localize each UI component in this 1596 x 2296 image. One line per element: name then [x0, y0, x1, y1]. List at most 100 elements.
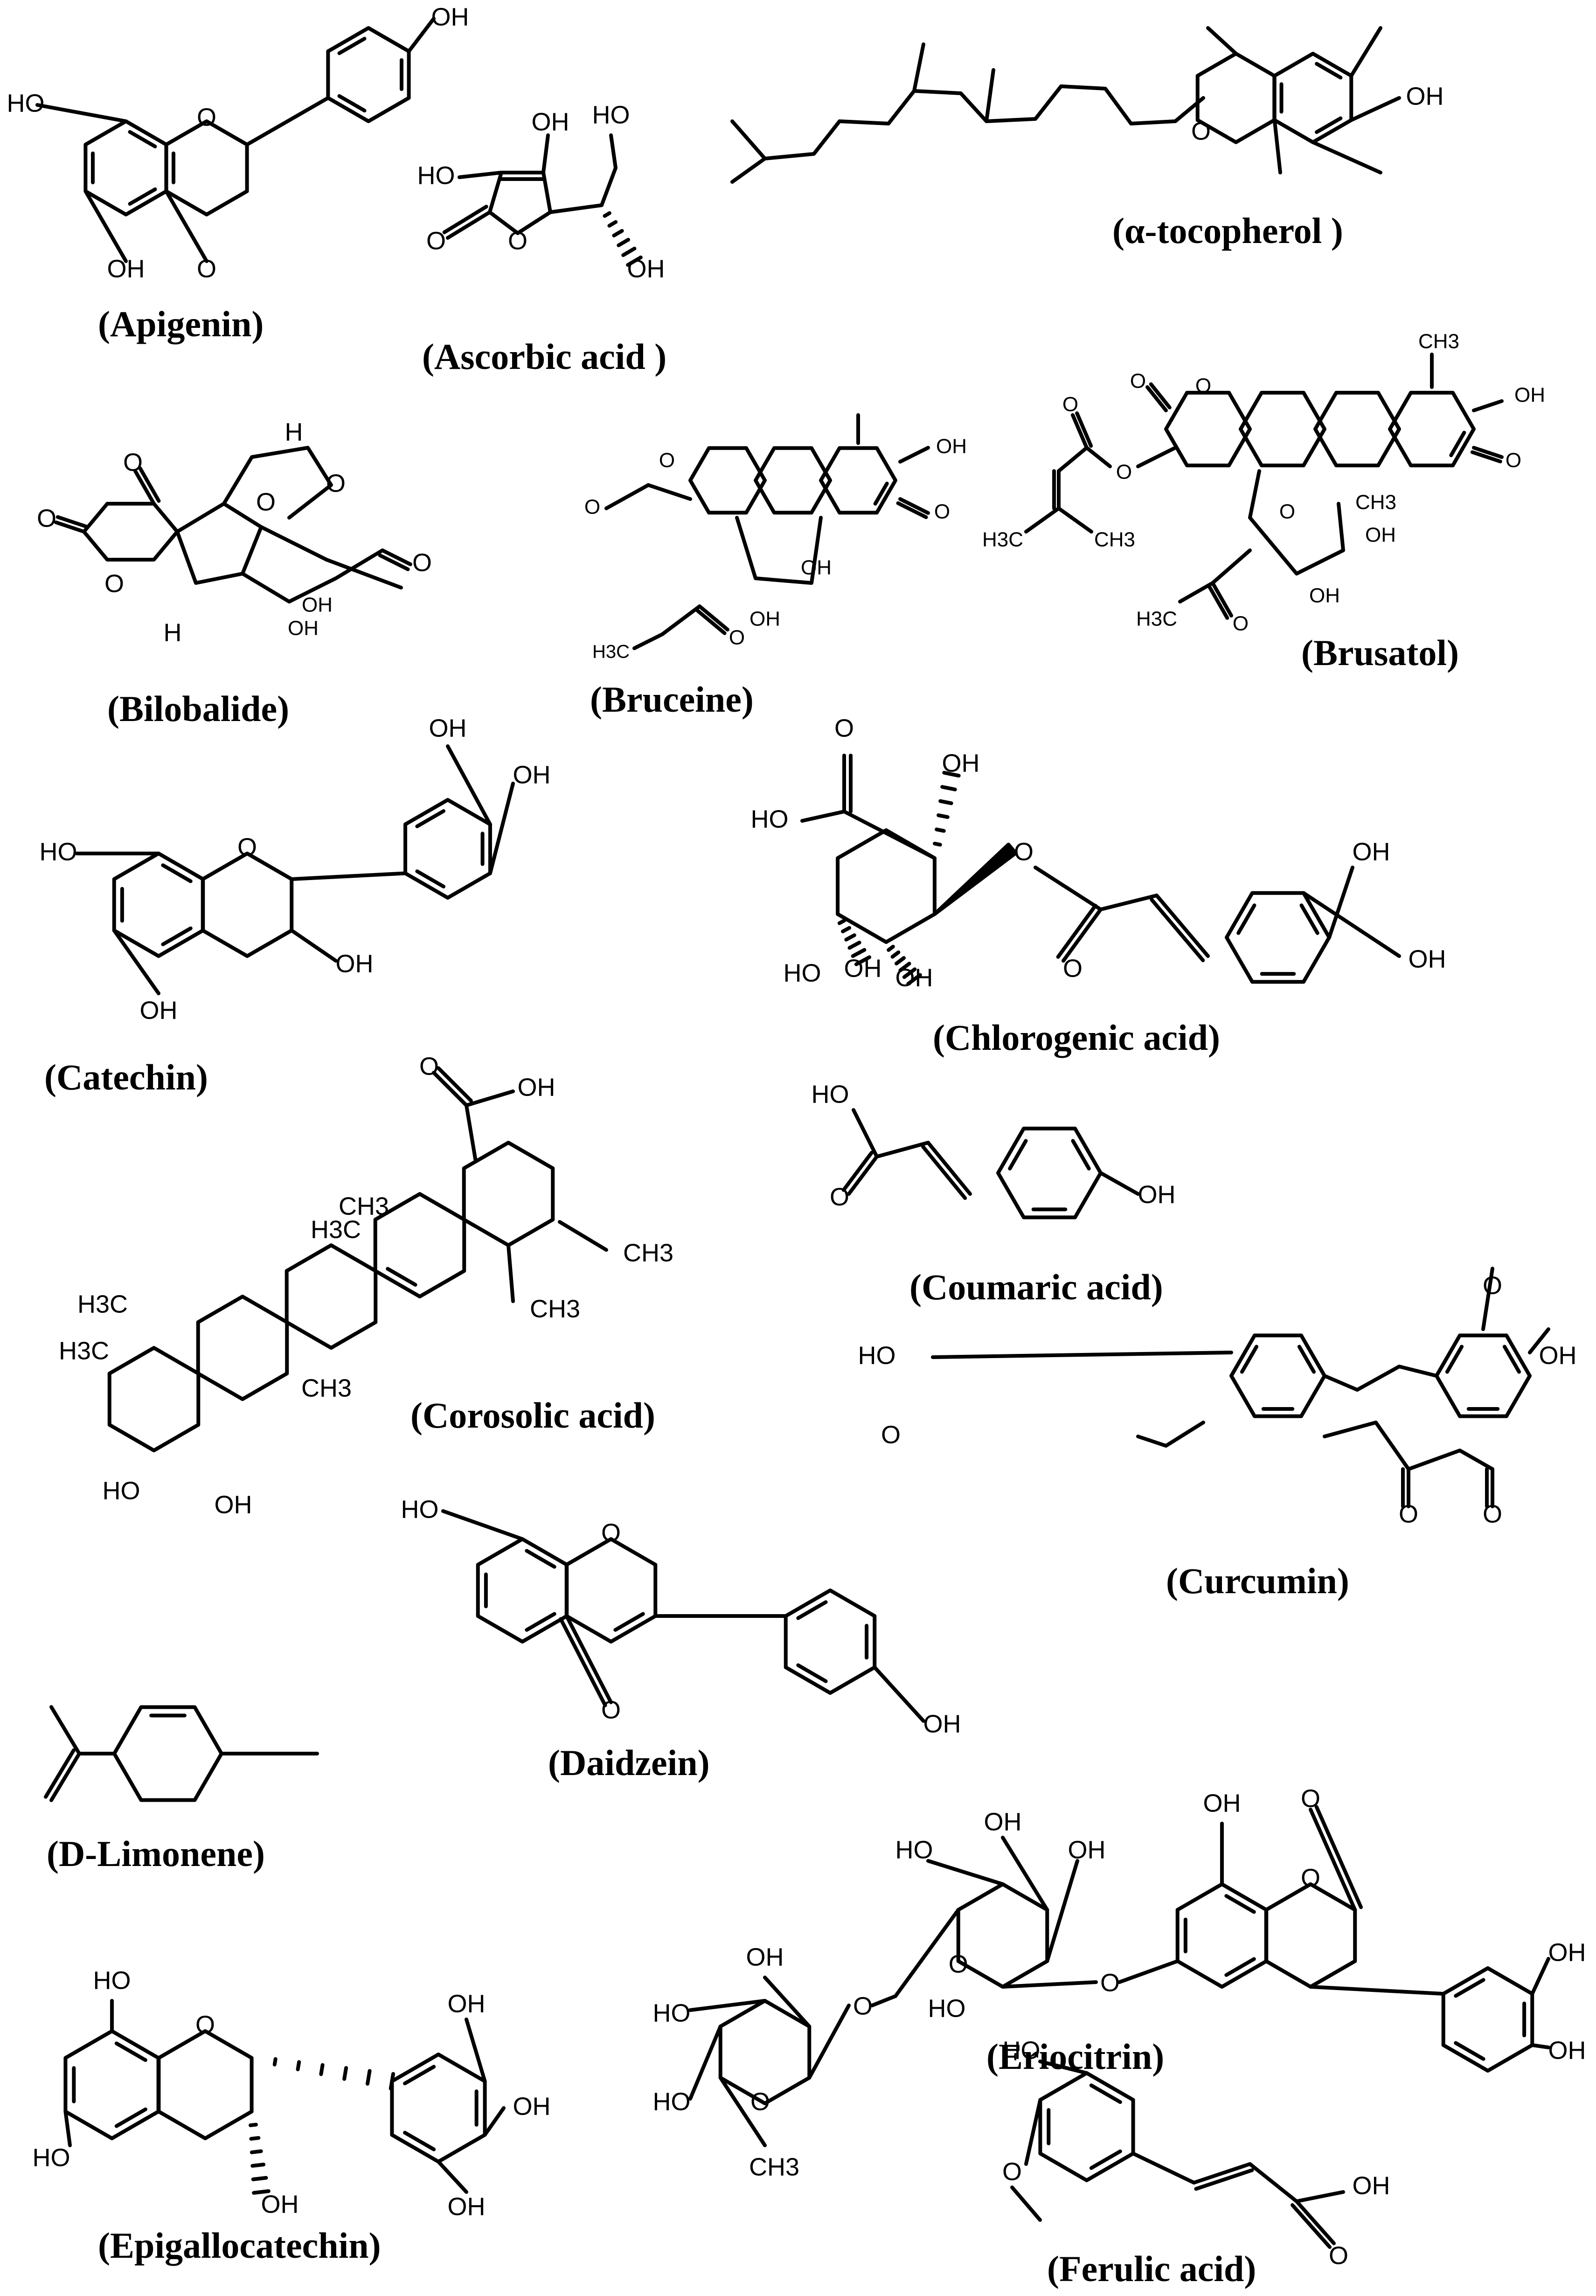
structure-alpha-tocopherol: O OH	[730, 26, 1444, 184]
atom-label-o: O	[1506, 449, 1521, 472]
atom-label-ho: HO	[592, 101, 630, 129]
atom-label-oh: OH	[513, 761, 551, 789]
atom-label-oh: OH	[107, 255, 145, 283]
atom-label-o: O	[508, 227, 527, 255]
atom-label-o: O	[949, 1950, 968, 1978]
atom-label-h3c: H3C	[77, 1290, 128, 1318]
atom-label-oh: OH	[448, 2192, 486, 2220]
atom-label-ch3: CH3	[623, 1239, 673, 1267]
atom-label-oh: OH	[1548, 1938, 1586, 1966]
atom-label-oh: OH	[431, 3, 469, 31]
atom-label-o: O	[853, 1992, 873, 2020]
atom-label-o: O	[237, 833, 257, 861]
atom-label-ho: HO	[417, 161, 455, 189]
atom-label-h: H	[164, 618, 182, 646]
atom-label-o: O	[1483, 1500, 1502, 1528]
caption-eriocitrin: (Eriocitrin)	[986, 2036, 1165, 2077]
atom-label-o: O	[326, 469, 346, 497]
atom-label-ho: HO	[784, 959, 821, 987]
atom-label-oh: OH	[746, 1943, 784, 1971]
atom-label-ho: HO	[653, 2088, 691, 2116]
caption-curcumin: (Curcumin)	[1166, 1561, 1349, 1601]
atom-label-h3c: H3C	[311, 1215, 361, 1243]
atom-label-oh: OH	[429, 714, 467, 742]
atom-label-ho: HO	[401, 1495, 439, 1523]
atom-label-oh: OH	[1548, 2036, 1586, 2064]
atom-label-oh: OH	[532, 108, 569, 136]
atom-label-o: O	[1002, 2157, 1022, 2185]
atom-label-ho: HO	[653, 1999, 691, 2027]
atom-label-ch3: CH3	[749, 2153, 799, 2181]
atom-label-oh: OH	[923, 1710, 961, 1738]
atom-label-o: O	[104, 569, 124, 597]
atom-label-o: O	[1483, 1271, 1502, 1299]
atom-label-ho: HO	[93, 1966, 131, 1994]
atom-label-oh: OH	[627, 255, 665, 283]
atom-label-oh: OH	[1203, 1789, 1241, 1817]
atom-label-ho: HO	[7, 89, 45, 117]
atom-label-o: O	[1063, 954, 1083, 982]
caption-daidzein: (Daidzein)	[548, 1742, 710, 1783]
caption-coumaric-acid: (Coumaric acid)	[909, 1267, 1163, 1307]
atom-label-ho: HO	[812, 1080, 849, 1108]
atom-label-oh: OH	[1068, 1836, 1106, 1864]
atom-label-o: O	[1191, 117, 1211, 145]
atom-label-oh: OH	[302, 594, 333, 617]
atom-label-o: O	[195, 2011, 215, 2039]
atom-label-o: O	[1279, 500, 1295, 523]
atom-label-o: O	[830, 1183, 849, 1211]
atom-label-oh: OH	[936, 435, 967, 458]
atom-label-oh: OH	[215, 1491, 252, 1519]
atom-label-oh: OH	[1539, 1341, 1577, 1369]
atom-label-oh: OH	[844, 954, 882, 982]
atom-label-o: O	[37, 504, 56, 532]
atom-label-o: O	[1301, 1784, 1320, 1812]
atom-label-h3c: H3C	[982, 528, 1023, 551]
atom-label-oh: OH	[1353, 2171, 1390, 2199]
atom-label-o: O	[659, 449, 675, 472]
atom-label-oh: OH	[1138, 1180, 1176, 1208]
caption-ascorbic-acid: (Ascorbic acid )	[422, 336, 667, 377]
atom-label-o: O	[426, 227, 446, 255]
caption-d-limonene: (D-Limonene)	[47, 1833, 265, 1874]
atom-label-o: O	[834, 714, 854, 742]
caption-ferulic-acid: (Ferulic acid)	[1047, 2248, 1256, 2289]
atom-label-o: O	[1014, 838, 1034, 866]
caption-bruceine: (Bruceine)	[590, 679, 754, 720]
atom-label-h3c: H3C	[1136, 608, 1177, 631]
atom-label-ho: HO	[33, 2143, 70, 2171]
atom-label-ho: HO	[858, 1341, 896, 1369]
atom-label-oh: OH	[1406, 82, 1444, 110]
caption-catechin: (Catechin)	[44, 1057, 208, 1097]
atom-label-oh: OH	[1365, 524, 1396, 547]
atom-label-o: O	[1062, 393, 1078, 416]
atom-label-o: O	[1130, 370, 1146, 393]
atom-label-oh: OH	[518, 1073, 555, 1101]
atom-label-ho: HO	[751, 805, 789, 833]
atom-label-h: H	[285, 418, 303, 446]
atom-label-o: O	[412, 548, 432, 576]
atom-label-ch3: CH3	[1418, 330, 1459, 353]
atom-label-oh: OH	[140, 996, 178, 1024]
atom-label-o: O	[934, 500, 950, 523]
atom-label-o: O	[1195, 375, 1211, 397]
atom-label-ho: HO	[928, 1994, 966, 2022]
caption-chlorogenic-acid: (Chlorogenic acid)	[933, 1017, 1221, 1058]
atom-label-ch3: CH3	[339, 1192, 389, 1220]
atom-label-oh: OH	[749, 608, 780, 631]
atom-label-o: O	[197, 255, 216, 283]
atom-label-o: O	[601, 1696, 621, 1724]
atom-label-o: O	[729, 626, 745, 649]
atom-label-o: O	[419, 1052, 439, 1080]
